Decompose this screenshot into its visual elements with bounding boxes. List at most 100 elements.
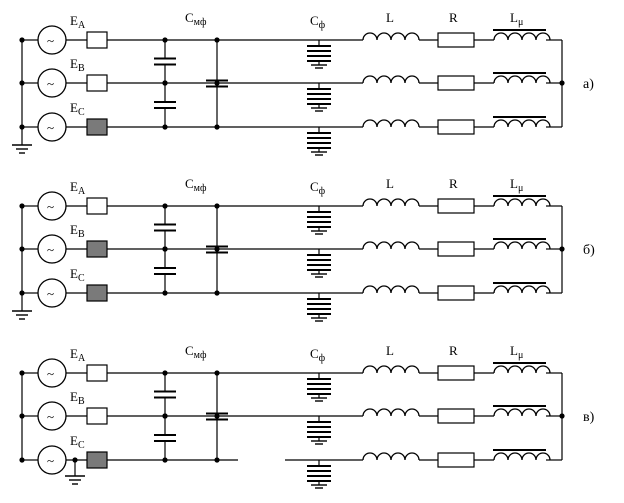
- junction-dot: [559, 80, 565, 86]
- cmf-label-sub: мф: [194, 183, 207, 194]
- inductor-icon: [362, 408, 420, 417]
- source-label: EA: [70, 13, 86, 31]
- source-label-sub: A: [78, 353, 86, 364]
- lmu-label-sub: μ: [518, 183, 523, 194]
- junction-dot: [162, 413, 168, 419]
- cmf-label: Cмф: [185, 176, 207, 194]
- ac-source-symbol: ~: [47, 242, 54, 257]
- junction-dot: [214, 80, 220, 86]
- r-label: R: [449, 176, 458, 191]
- junction-dot: [162, 80, 168, 86]
- cf-label: Cф: [310, 13, 326, 31]
- lmu-label-sub: μ: [518, 350, 523, 361]
- junction-dot: [19, 37, 25, 43]
- junction-dot: [214, 370, 220, 376]
- lmu-label: Lμ: [510, 10, 523, 28]
- phase-capacitor-cf: [307, 293, 331, 322]
- junction-dot: [559, 413, 565, 419]
- junction-dot: [214, 124, 220, 130]
- r-label-base: R: [449, 176, 458, 191]
- ac-source-symbol: ~: [47, 366, 54, 381]
- phase-capacitor-cmf: [206, 206, 228, 293]
- cmf-label: Cмф: [185, 343, 207, 361]
- phase-capacitor-cf: [307, 373, 331, 402]
- l-label: L: [386, 343, 394, 358]
- resistor-icon: [437, 285, 475, 301]
- junction-dot: [19, 290, 25, 296]
- source-label-base: E: [70, 266, 78, 281]
- source-label-sub: A: [78, 20, 86, 31]
- source-label: EC: [70, 433, 85, 451]
- junction-dot: [19, 80, 25, 86]
- source-label-base: E: [70, 433, 78, 448]
- switch-closed: [86, 284, 108, 302]
- ac-source-symbol: ~: [47, 120, 54, 135]
- l-label-base: L: [386, 176, 394, 191]
- resistor-icon: [437, 75, 475, 91]
- junction-dot: [214, 413, 220, 419]
- ground-icon: [65, 475, 85, 485]
- cf-label-base: C: [310, 179, 319, 194]
- resistor-icon: [437, 241, 475, 257]
- resistor-icon: [437, 452, 475, 468]
- magnetizing-inductor-icon: [493, 119, 551, 128]
- source-label-base: E: [70, 13, 78, 28]
- phase-capacitor-cmf: [154, 206, 176, 249]
- r-label-base: R: [449, 10, 458, 25]
- junction-dot: [214, 290, 220, 296]
- junction-dot: [19, 203, 25, 209]
- junction-dot: [162, 290, 168, 296]
- phase-capacitor-cf: [307, 206, 331, 235]
- resistor-icon: [437, 119, 475, 135]
- junction-dot: [162, 37, 168, 43]
- junction-dot: [214, 203, 220, 209]
- lmu-label-base: L: [510, 10, 518, 25]
- junction-dot: [162, 203, 168, 209]
- switch-open: [86, 407, 108, 425]
- cmf-label-base: C: [185, 10, 194, 25]
- junction-dot: [19, 413, 25, 419]
- cmf-label-base: C: [185, 176, 194, 191]
- r-label: R: [449, 343, 458, 358]
- source-label-base: E: [70, 179, 78, 194]
- source-label-base: E: [70, 222, 78, 237]
- magnetizing-inductor-icon: [493, 198, 551, 207]
- lmu-label: Lμ: [510, 343, 523, 361]
- phase-capacitor-cmf: [154, 249, 176, 293]
- source-label-sub: B: [78, 396, 85, 407]
- cf-label: Cф: [310, 346, 326, 364]
- source-label: EA: [70, 179, 86, 197]
- source-label: EA: [70, 346, 86, 364]
- phase-capacitor-cf: [307, 83, 331, 112]
- phase-capacitor-cmf: [154, 416, 176, 460]
- lmu-label-sub: μ: [518, 17, 523, 28]
- lmu-label-base: L: [510, 343, 518, 358]
- source-label-base: E: [70, 389, 78, 404]
- phase-capacitor-cf: [307, 416, 331, 445]
- ac-source-symbol: ~: [47, 76, 54, 91]
- lmu-label: Lμ: [510, 176, 523, 194]
- switch-open: [86, 31, 108, 49]
- diagram-label: б): [583, 243, 595, 258]
- source-label-sub: B: [78, 63, 85, 74]
- source-label: EC: [70, 266, 85, 284]
- diagram-label: а): [583, 77, 594, 92]
- ground-icon: [12, 144, 32, 154]
- phase-capacitor-cmf: [154, 83, 176, 127]
- phase-capacitor-cmf: [154, 40, 176, 83]
- source-label-sub: C: [78, 273, 85, 284]
- junction-dot: [19, 457, 25, 463]
- switch-open: [86, 74, 108, 92]
- inductor-icon: [362, 365, 420, 374]
- source-label: EB: [70, 56, 85, 74]
- phase-capacitor-cf: [307, 127, 331, 156]
- switch-closed: [86, 118, 108, 136]
- l-label-base: L: [386, 343, 394, 358]
- junction-dot: [214, 457, 220, 463]
- source-label-sub: C: [78, 440, 85, 451]
- resistor-icon: [437, 198, 475, 214]
